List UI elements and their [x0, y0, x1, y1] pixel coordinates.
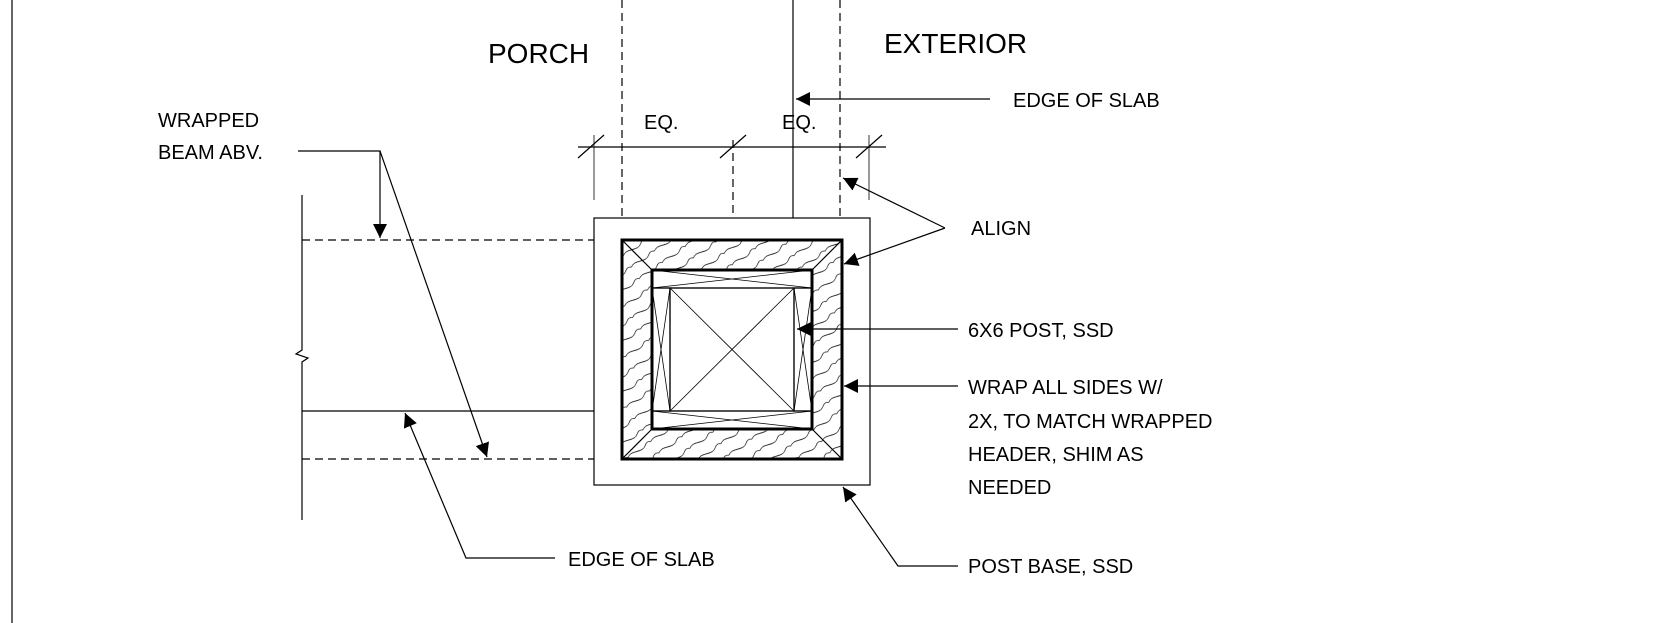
porch-label: PORCH [488, 38, 589, 69]
post-base-label: POST BASE, SSD [968, 556, 1133, 578]
leader-edge-of-slab-bottom [403, 412, 555, 559]
wrapped-beam-label-line2: BEAM ABV. [158, 142, 263, 164]
wrap-label-line4: NEEDED [968, 477, 1051, 499]
wrapped-beam-label-line1: WRAPPED [158, 110, 259, 132]
wrap-label-line3: HEADER, SHIM AS [968, 444, 1144, 466]
wall-section [294, 195, 622, 520]
leader-wrapped-beam [298, 150, 489, 458]
wrap-label-line2: 2X, TO MATCH WRAPPED [968, 411, 1212, 433]
dimension-string [577, 134, 886, 200]
exterior-label: EXTERIOR [884, 28, 1027, 59]
eq-right-label: EQ. [782, 112, 816, 134]
post-6x6 [669, 287, 795, 412]
edge-of-slab-bottom-label: EDGE OF SLAB [568, 549, 715, 571]
edge-of-slab-top-label: EDGE OF SLAB [1013, 90, 1160, 112]
leader-post-base [842, 486, 958, 567]
align-label: ALIGN [971, 218, 1031, 240]
eq-left-label: EQ. [644, 112, 678, 134]
post-label: 6X6 POST, SSD [968, 320, 1114, 342]
leader-align [842, 177, 946, 266]
wrap-label-line1: WRAP ALL SIDES W/ [968, 377, 1163, 399]
